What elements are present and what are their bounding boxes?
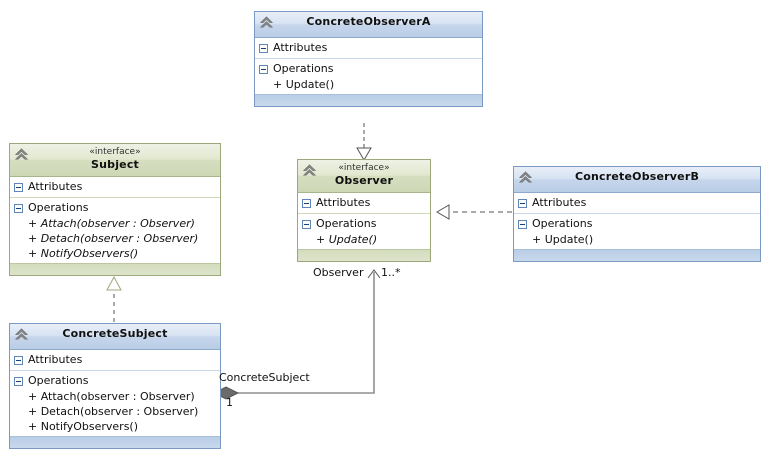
- class-box-observer[interactable]: «interface» Observer Attributes Operatio…: [297, 159, 431, 262]
- operation-item: + Update(): [532, 233, 594, 246]
- operation-item: + Update(): [273, 78, 335, 91]
- compartment-label: Operations: [28, 201, 89, 214]
- compartment-label: Attributes: [532, 196, 587, 209]
- class-title: ConcreteObserverA: [306, 15, 431, 28]
- collapse-toggle-icon[interactable]: [302, 198, 311, 208]
- edge-concreteobservera-observer[interactable]: [356, 123, 372, 161]
- association-arrowhead: [367, 269, 381, 279]
- compartment-operations[interactable]: Operations + Update(): [255, 59, 482, 94]
- collapse-toggle-icon[interactable]: [14, 182, 23, 192]
- collapse-toggle-icon[interactable]: [14, 376, 23, 386]
- class-header[interactable]: ConcreteObserverB: [514, 167, 760, 193]
- collapse-chevron-icon[interactable]: [259, 15, 274, 30]
- compartment-operations[interactable]: Operations + Update(): [514, 214, 760, 249]
- operation-item: + NotifyObservers(): [28, 247, 139, 260]
- collapse-toggle-icon[interactable]: [302, 219, 311, 229]
- compartment-label: Attributes: [316, 196, 371, 209]
- edge-concreteobserverb-observer[interactable]: [436, 204, 512, 220]
- class-footer: [514, 249, 760, 261]
- association-role-concretesubject[interactable]: ConcreteSubject: [219, 371, 310, 384]
- operation-item: + Detach(observer : Observer): [28, 232, 199, 245]
- collapse-toggle-icon[interactable]: [259, 43, 268, 53]
- operation-item: + Attach(observer : Observer): [28, 217, 195, 230]
- compartment-operations[interactable]: Operations + Update(): [298, 214, 430, 249]
- association-role-observer[interactable]: Observer: [313, 266, 364, 279]
- compartment-label: Attributes: [28, 180, 83, 193]
- operation-item: + NotifyObservers(): [28, 420, 139, 433]
- class-title: Subject: [90, 158, 140, 171]
- class-stereotype: «interface»: [338, 163, 390, 173]
- compartment-attributes[interactable]: Attributes: [298, 193, 430, 214]
- realization-arrowhead: [106, 275, 122, 291]
- compartment-attributes[interactable]: Attributes: [10, 350, 220, 371]
- association-multiplicity-concretesubject[interactable]: 1: [226, 396, 233, 409]
- class-title: ConcreteObserverB: [574, 170, 700, 183]
- compartment-operations[interactable]: Operations + Attach(observer : Observer)…: [10, 371, 220, 436]
- compartment-label: Attributes: [273, 41, 328, 54]
- collapse-chevron-icon[interactable]: [302, 163, 317, 178]
- class-stereotype: «interface»: [89, 147, 141, 157]
- compartment-attributes[interactable]: Attributes: [255, 38, 482, 59]
- edge-concretesubject-subject[interactable]: [106, 275, 122, 322]
- compartment-attributes[interactable]: Attributes: [10, 177, 220, 198]
- compartment-label: Operations: [532, 217, 593, 230]
- class-header[interactable]: «interface» Observer: [298, 160, 430, 193]
- class-header[interactable]: ConcreteObserverA: [255, 12, 482, 38]
- compartment-label: Attributes: [28, 353, 83, 366]
- class-box-subject[interactable]: «interface» Subject Attributes Operation…: [9, 143, 221, 276]
- class-header[interactable]: «interface» Subject: [10, 144, 220, 177]
- association-multiplicity-observer[interactable]: 1..*: [381, 266, 401, 279]
- operation-item: + Attach(observer : Observer): [28, 390, 195, 403]
- compartment-label: Operations: [273, 62, 334, 75]
- class-box-concretesubject[interactable]: ConcreteSubject Attributes Operations + …: [9, 323, 221, 449]
- class-footer: [10, 436, 220, 448]
- realization-arrowhead: [436, 204, 450, 220]
- class-footer: [10, 263, 220, 275]
- compartment-operations[interactable]: Operations + Attach(observer : Observer)…: [10, 198, 220, 263]
- class-footer: [255, 94, 482, 106]
- collapse-toggle-icon[interactable]: [518, 198, 527, 208]
- operation-item: + Update(): [316, 233, 378, 246]
- compartment-label: Operations: [28, 374, 89, 387]
- collapse-chevron-icon[interactable]: [518, 170, 533, 185]
- class-title: ConcreteSubject: [62, 327, 168, 340]
- collapse-chevron-icon[interactable]: [14, 147, 29, 162]
- class-header[interactable]: ConcreteSubject: [10, 324, 220, 350]
- collapse-toggle-icon[interactable]: [259, 64, 268, 74]
- collapse-toggle-icon[interactable]: [14, 355, 23, 365]
- class-footer: [298, 249, 430, 261]
- compartment-attributes[interactable]: Attributes: [514, 193, 760, 214]
- collapse-toggle-icon[interactable]: [14, 203, 23, 213]
- class-title: Observer: [334, 174, 394, 187]
- operation-item: + Detach(observer : Observer): [28, 405, 199, 418]
- compartment-label: Operations: [316, 217, 377, 230]
- collapse-toggle-icon[interactable]: [518, 219, 527, 229]
- collapse-chevron-icon[interactable]: [14, 327, 29, 342]
- class-box-concreteobserverb[interactable]: ConcreteObserverB Attributes Operations …: [513, 166, 761, 262]
- class-box-concreteobservera[interactable]: ConcreteObserverA Attributes Operations …: [254, 11, 483, 107]
